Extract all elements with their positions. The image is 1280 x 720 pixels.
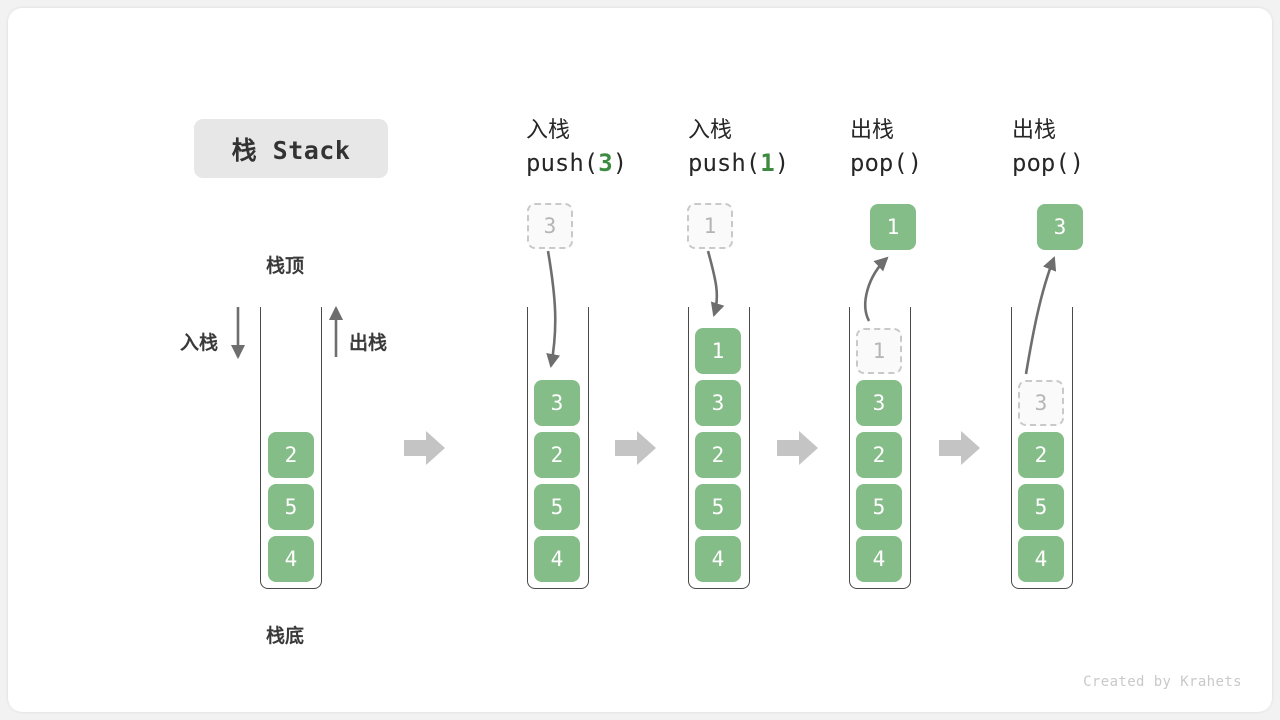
stack-cell: 3 bbox=[856, 380, 902, 426]
stack-cell: 2 bbox=[268, 432, 314, 478]
stack-bottom-label: 栈底 bbox=[266, 625, 305, 647]
pop-direction-label: 出栈 bbox=[349, 332, 388, 354]
column-header-cn: 入栈 bbox=[688, 118, 733, 143]
code-prefix: pop( bbox=[850, 149, 908, 177]
stack-top-label: 栈顶 bbox=[266, 255, 305, 277]
stack-cell: 5 bbox=[856, 484, 902, 530]
stack-container-push-1 bbox=[688, 307, 750, 589]
push-1-motion-arrow bbox=[706, 250, 725, 317]
column-header-code: pop() bbox=[850, 146, 1030, 180]
stack-cell: 2 bbox=[856, 432, 902, 478]
column-header-cn: 出栈 bbox=[850, 118, 895, 143]
stack-cell: 4 bbox=[856, 536, 902, 582]
diagram-title-chip: 栈 Stack bbox=[194, 119, 388, 178]
column-header-pop-3: 出栈 pop() bbox=[1012, 116, 1192, 180]
stack-container-initial bbox=[260, 307, 322, 589]
stack-cell: 3 bbox=[534, 380, 580, 426]
stack-cell: 5 bbox=[695, 484, 741, 530]
detached-popped-cell: 3 bbox=[1037, 204, 1083, 250]
detached-ghost-cell: 3 bbox=[527, 203, 573, 249]
stack-cell: 3 bbox=[695, 380, 741, 426]
stack-container-pop-1 bbox=[849, 307, 911, 589]
column-header-code: push(1) bbox=[688, 146, 868, 180]
column-header-code: push(3) bbox=[526, 146, 706, 180]
stack-cell: 5 bbox=[1018, 484, 1064, 530]
page-title: 栈 Stack bbox=[231, 135, 351, 165]
credit-footer: Created by Krahets bbox=[1083, 674, 1242, 690]
stack-ghost-cell: 1 bbox=[856, 328, 902, 374]
column-header-push-1: 入栈 push(1) bbox=[688, 116, 868, 180]
stack-cell: 4 bbox=[695, 536, 741, 582]
stack-cell: 4 bbox=[1018, 536, 1064, 582]
detached-popped-cell: 1 bbox=[870, 204, 916, 250]
code-prefix: pop( bbox=[1012, 149, 1070, 177]
step-separator-arrow bbox=[939, 431, 980, 465]
column-header-cn: 出栈 bbox=[1012, 118, 1057, 143]
stack-ghost-cell: 3 bbox=[1018, 380, 1064, 426]
stack-cell: 2 bbox=[534, 432, 580, 478]
stack-cell: 5 bbox=[534, 484, 580, 530]
stack-cell: 2 bbox=[1018, 432, 1064, 478]
code-suffix: ) bbox=[774, 149, 790, 177]
stack-cell: 4 bbox=[534, 536, 580, 582]
detached-ghost-cell: 1 bbox=[687, 203, 733, 249]
step-separator-arrow bbox=[777, 431, 818, 465]
code-argument: 3 bbox=[598, 149, 613, 177]
diagram-card: 栈 Stack 栈顶 入栈 出栈 2 5 4 栈底 入栈 push(3) 3 3… bbox=[8, 8, 1272, 712]
code-prefix: push( bbox=[688, 149, 761, 177]
stack-cell: 2 bbox=[695, 432, 741, 478]
stack-cell: 5 bbox=[268, 484, 314, 530]
code-suffix: ) bbox=[907, 149, 923, 177]
code-suffix: ) bbox=[612, 149, 628, 177]
step-separator-arrow bbox=[404, 431, 445, 465]
code-argument: 1 bbox=[760, 149, 775, 177]
column-header-pop-1: 出栈 pop() bbox=[850, 116, 1030, 180]
column-header-push-3: 入栈 push(3) bbox=[526, 116, 706, 180]
stack-container-pop-3 bbox=[1011, 307, 1073, 589]
step-separator-arrow bbox=[615, 431, 656, 465]
code-suffix: ) bbox=[1069, 149, 1085, 177]
column-header-code: pop() bbox=[1012, 146, 1192, 180]
stack-cell: 1 bbox=[695, 328, 741, 374]
stack-container-push-3 bbox=[527, 307, 589, 589]
code-prefix: push( bbox=[526, 149, 599, 177]
stack-cell: 4 bbox=[268, 536, 314, 582]
arrows-overlay bbox=[230, 250, 1057, 465]
push-direction-label: 入栈 bbox=[180, 332, 219, 354]
column-header-cn: 入栈 bbox=[526, 118, 571, 143]
